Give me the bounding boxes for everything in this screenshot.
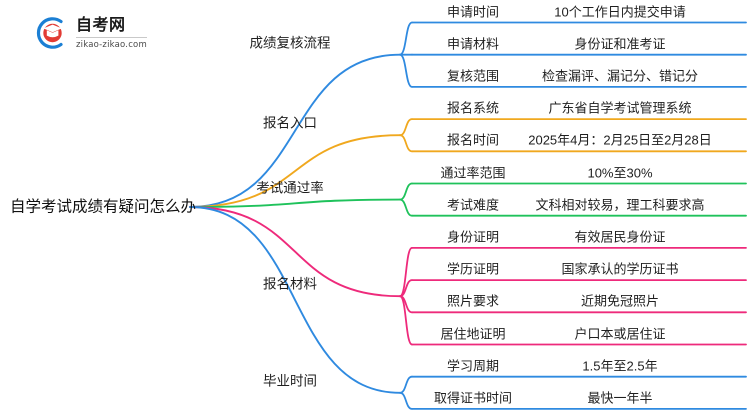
branch-label-报名入口: 报名入口 [263, 115, 317, 131]
leaf-value-学历证明: 国家承认的学历证书 [561, 261, 679, 277]
root-topic: 自学考试成绩有疑问怎么办 [10, 198, 197, 216]
leaf-label-学习周期: 学习周期 [446, 358, 500, 374]
graduation-cap-icon [30, 13, 70, 53]
branch-label-考试通过率: 考试通过率 [256, 179, 324, 195]
leaf-label-考试难度: 考试难度 [446, 197, 500, 213]
leaf-value-考试难度: 文科相对较易，理工科要求高 [535, 197, 705, 213]
leaf-label-身份证明: 身份证明 [446, 229, 500, 245]
leaf-label-报名系统: 报名系统 [446, 100, 500, 116]
leaf-label-取得证书时间: 取得证书时间 [433, 390, 513, 406]
leaf-label-学历证明: 学历证明 [446, 261, 500, 277]
leaf-value-报名时间: 2025年4月：2月25日至2月28日 [528, 132, 712, 148]
leaf-value-申请时间: 10个工作日内提交申请 [554, 4, 686, 19]
logo-url: zikao-zikao.com [76, 39, 147, 50]
leaf-value-居住地证明: 户口本或居住证 [574, 326, 666, 341]
leaf-value-学习周期: 1.5年至2.5年 [582, 358, 658, 374]
logo-title: 自考网 [76, 17, 147, 38]
leaf-value-申请材料: 身份证和准考证 [574, 36, 666, 52]
leaf-label-申请时间: 申请时间 [446, 4, 500, 19]
leaf-label-申请材料: 申请材料 [446, 36, 500, 52]
leaf-label-报名时间: 报名时间 [446, 132, 500, 148]
site-logo: 自考网 zikao-zikao.com [30, 12, 180, 54]
leaf-value-取得证书时间: 最快一年半 [587, 390, 653, 406]
branch-label-成绩复核流程: 成绩复核流程 [249, 34, 331, 50]
leaf-value-复核范围: 检查漏评、漏记分、错记分 [541, 68, 699, 84]
leaf-value-通过率范围: 10%至30% [587, 165, 653, 180]
leaf-label-复核范围: 复核范围 [446, 68, 500, 84]
branch-label-毕业时间: 毕业时间 [263, 373, 317, 389]
leaf-label-通过率范围: 通过率范围 [440, 165, 506, 180]
leaf-value-身份证明: 有效居民身份证 [574, 229, 666, 245]
leaf-label-居住地证明: 居住地证明 [440, 326, 506, 341]
branch-label-报名材料: 报名材料 [263, 276, 317, 292]
leaf-value-报名系统: 广东省自学考试管理系统 [548, 100, 692, 116]
leaf-value-照片要求: 近期免冠照片 [580, 293, 660, 309]
leaf-label-照片要求: 照片要求 [446, 293, 500, 309]
